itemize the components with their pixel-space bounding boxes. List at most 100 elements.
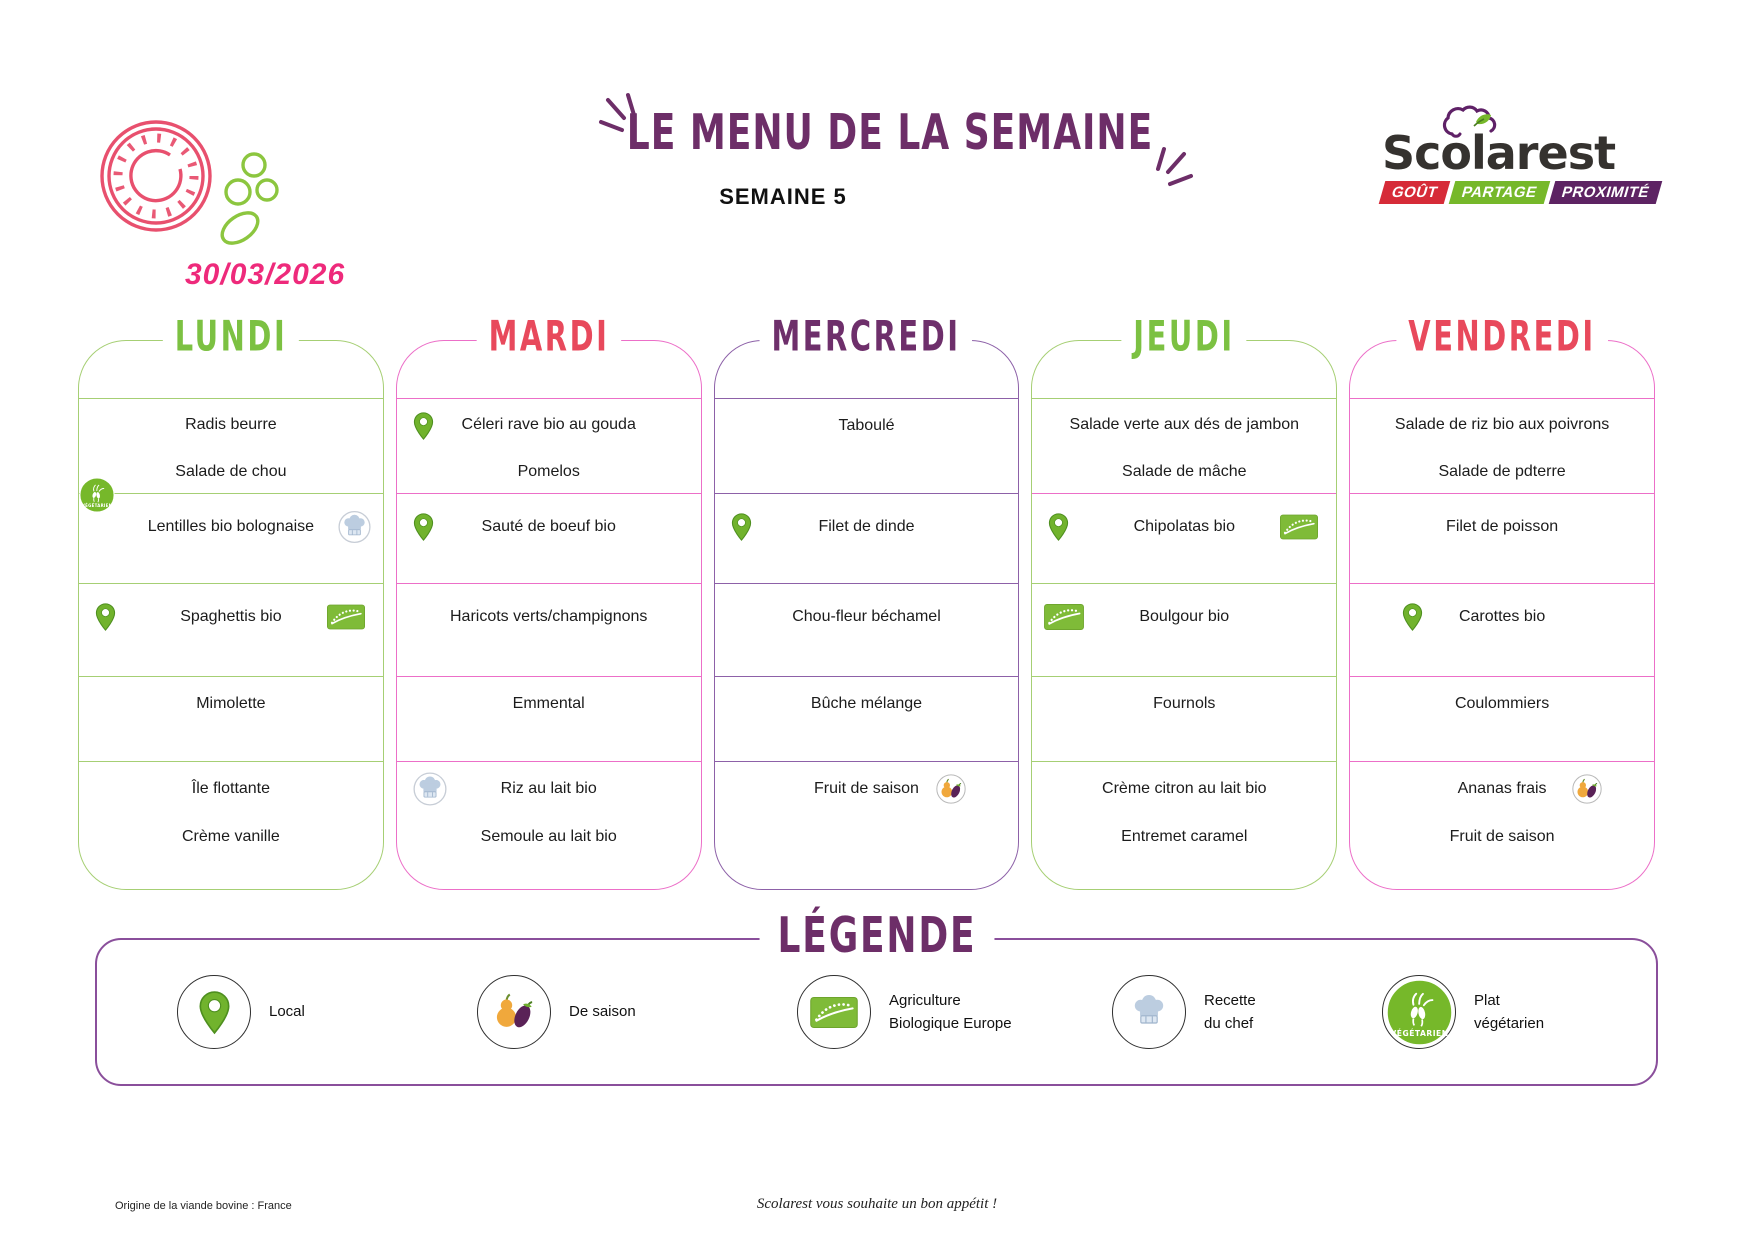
menu-section: Boulgour bio — [1032, 583, 1337, 676]
seasonal-icon — [477, 975, 551, 1049]
local-pin-icon — [1048, 513, 1069, 542]
menu-item-label: Spaghettis bio — [180, 607, 282, 625]
menu-section: Filet de poisson — [1350, 493, 1654, 583]
seasonal-icon — [936, 774, 967, 804]
menu-item-label: Salade verte aux dés de jambon — [1069, 416, 1300, 434]
menu-item: Coulommiers — [1350, 683, 1654, 725]
vegetarian-badge-icon: VÉGÉTARIEN — [1382, 975, 1456, 1049]
menu-item-label: Salade de riz bio aux poivrons — [1394, 416, 1610, 434]
menu-item-label: Fruit de saison — [1449, 827, 1555, 845]
menu-item-label: Crème vanille — [181, 827, 280, 845]
local-pin-icon — [177, 975, 251, 1049]
menu-item-label: Riz au lait bio — [500, 779, 597, 797]
chef-hat-icon — [338, 510, 371, 544]
menu-item-label: Entremet caramel — [1121, 827, 1248, 845]
menu-section: Ananas frais Fruit de saison — [1350, 761, 1654, 886]
menu-section: Haricots verts/champignons — [396, 583, 701, 676]
menu-item: Taboulé — [715, 405, 1019, 447]
menu-item-label: Fruit de saison — [814, 779, 919, 797]
footer-greeting: Scolarest vous souhaite un bon appétit ! — [756, 1196, 998, 1212]
menu-item-label: Carottes bio — [1458, 607, 1546, 625]
menu-section: Fournols — [1032, 676, 1337, 761]
menu-item-label: Bûche mélange — [810, 694, 923, 712]
sparkle-left-icon — [599, 93, 636, 132]
legend-item-label: De saison — [569, 1003, 636, 1021]
menu-item: Chou-fleur béchamel — [715, 596, 1019, 638]
menu-item-label: Chou-fleur béchamel — [792, 607, 941, 625]
day-title: VENDREDI — [1396, 308, 1608, 366]
menu-item: Chipolatas bio — [1032, 506, 1336, 548]
menu-item: Crème vanille — [79, 816, 383, 858]
menu-section: Sauté de boeuf bio — [396, 493, 701, 583]
menu-item-label: Emmental — [512, 694, 585, 712]
menu-item: Fruit de saison — [715, 768, 1019, 810]
menu-item-label: Mimolette — [196, 694, 266, 712]
svg-text:VÉGÉTARIEN: VÉGÉTARIEN — [1390, 1028, 1448, 1037]
menu-item-label: Filet de poisson — [1446, 517, 1559, 535]
menu-item: Salade de riz bio aux poivrons — [1350, 405, 1654, 446]
menu-item: Riz au lait bio — [397, 768, 701, 810]
organic-ab-icon — [1280, 514, 1319, 540]
menu-item-label: Haricots verts/champignons — [449, 607, 648, 625]
menu-section: Mimolette — [79, 676, 383, 761]
menu-item: Île flottante — [79, 768, 383, 810]
brand-banner: PARTAGE — [1449, 181, 1551, 204]
day-title: MARDI — [476, 308, 622, 366]
day-title: JEUDI — [1121, 308, 1247, 366]
seasonal-icon — [1572, 774, 1602, 804]
menu-section: Emmental — [396, 676, 701, 761]
menu-item-label: Salade de pdterre — [1438, 463, 1566, 481]
vegetarian-badge-icon: VÉGÉTARIEN — [79, 477, 115, 513]
menu-item: Sauté de boeuf bio — [397, 506, 701, 548]
menu-item: Ananas frais — [1350, 768, 1654, 810]
local-pin-icon — [731, 513, 752, 542]
menu-item-label: Filet de dinde — [818, 517, 915, 535]
date-label: 30/03/2026 — [185, 258, 346, 291]
legend-item: Local — [177, 975, 305, 1049]
menu-item-label: Coulommiers — [1454, 694, 1550, 712]
menu-item: Salade de pdterre — [1350, 452, 1654, 493]
menu-item: Fournols — [1032, 683, 1336, 725]
menu-item-label: Céleri rave bio au gouda — [461, 416, 636, 434]
day-title: LUNDI — [162, 308, 300, 366]
svg-text:VÉGÉTARIEN: VÉGÉTARIEN — [82, 503, 112, 508]
local-pin-icon — [413, 411, 434, 440]
menu-section: Bûche mélange — [714, 676, 1019, 761]
organic-ab-icon — [797, 975, 871, 1049]
brand-name: Scolarest — [1382, 126, 1616, 180]
menu-item: Radis beurre — [79, 405, 383, 446]
menu-item: Pomelos — [397, 452, 701, 493]
menu-item: Salade de chou — [79, 452, 383, 493]
menu-item: Céleri rave bio au gouda — [397, 405, 701, 446]
menu-item-label: Salade de mâche — [1122, 463, 1247, 481]
legend-item-label: Local — [269, 1003, 305, 1021]
menu-item: Salade verte aux dés de jambon — [1032, 405, 1336, 446]
legend-title: LÉGENDE — [759, 904, 994, 968]
chef-hat-icon — [413, 772, 447, 806]
menu-section: Chou-fleur béchamel — [714, 583, 1019, 676]
sparkle-right-icon — [1156, 147, 1193, 186]
organic-ab-icon — [1044, 604, 1085, 630]
brand-banner: GOÛT — [1378, 181, 1451, 204]
menu-item-label: Boulgour bio — [1139, 607, 1230, 625]
menu-item-label: Crème citron au lait bio — [1102, 779, 1267, 797]
chef-hat-icon — [1112, 975, 1186, 1049]
tomato-illustration — [100, 120, 279, 245]
menu-item: Bûche mélange — [715, 683, 1019, 725]
menu-section: Chipolatas bio — [1032, 493, 1337, 583]
chef-hat-cloud-icon — [1442, 105, 1497, 138]
